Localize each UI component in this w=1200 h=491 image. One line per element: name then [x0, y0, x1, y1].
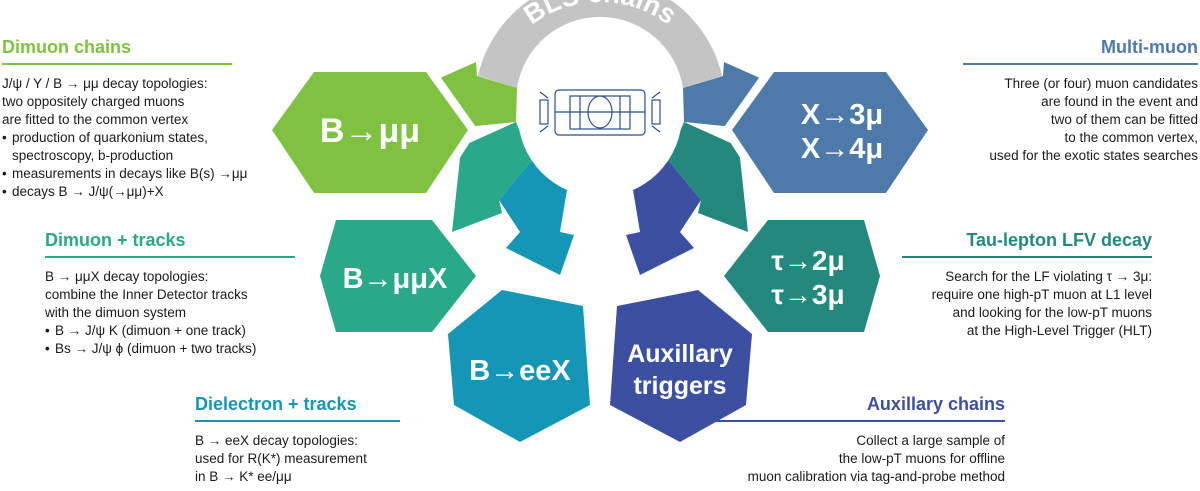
- block-multimuon-title: Multi-muon: [1101, 37, 1198, 57]
- desc-line: B → eeX decay topologies:: [195, 433, 358, 448]
- bullet: measurements in decays like B(s) →μμ: [2, 165, 257, 183]
- desc-line: with the dimuon system: [45, 305, 187, 320]
- block-tau-title: Tau-lepton LFV decay: [966, 230, 1152, 250]
- desc-line: to the common vertex,: [1064, 130, 1198, 145]
- desc-line: the low-pT muons for offline: [838, 451, 1005, 466]
- block-multimuon-rule: [963, 63, 1198, 65]
- arrow-tau: [668, 122, 748, 232]
- block-dimuon: Dimuon chains J/ψ / Υ / B → μμ decay top…: [2, 37, 257, 201]
- atlas-detector-icon: [539, 89, 661, 136]
- block-aux-desc: Collect a large sample of the low-pT muo…: [705, 432, 1005, 486]
- bullet: production of quarkonium states,: [2, 129, 257, 147]
- hex-tau: τ→2μ τ→3μ: [714, 214, 888, 338]
- hex-dielectron: B→eeX: [440, 282, 598, 450]
- bullet-continuation: spectroscopy, b-production: [12, 148, 174, 163]
- bullet: Bs → J/ψ ϕ (dimuon + two tracks): [45, 340, 305, 358]
- hex-dimuon-tracks: B→μμX: [312, 214, 486, 338]
- desc-line: combine the Inner Detector tracks: [45, 287, 248, 302]
- bullet: decays B → J/ψ(→μμ)+X: [2, 183, 257, 201]
- block-dimuon-bullets: production of quarkonium states, spectro…: [2, 129, 257, 201]
- block-dielectron: Dielectron + tracks B → eeX decay topolo…: [195, 394, 415, 486]
- block-dimuon-tracks-desc: B → μμX decay topologies: combine the In…: [45, 268, 305, 322]
- desc-line: in B → K* ee/μμ: [195, 469, 292, 484]
- block-tau: Tau-lepton LFV decay Search for the LF v…: [882, 230, 1152, 340]
- gray-ring-arc: [478, 0, 722, 88]
- arrow-dielectron: [499, 160, 574, 275]
- desc-line: Three (or four) muon candidates: [1004, 76, 1198, 91]
- block-dielectron-desc: B → eeX decay topologies: used for R(K*)…: [195, 432, 415, 486]
- desc-line: at the High-Level Trigger (HLT): [966, 323, 1152, 338]
- desc-line: two of them can be fitted: [1050, 112, 1198, 127]
- desc-line: Search for the LF violating τ → 3μ:: [945, 269, 1152, 284]
- block-multimuon-desc: Three (or four) muon candidates are foun…: [958, 75, 1198, 165]
- hex-aux-label-2: triggers: [633, 372, 726, 400]
- block-aux: Auxillary chains Collect a large sample …: [705, 394, 1005, 486]
- block-dimuon-rule: [2, 63, 232, 65]
- desc-line: Collect a large sample of: [856, 433, 1005, 448]
- block-aux-title: Auxillary chains: [866, 394, 1005, 414]
- desc-line: used for R(K*) measurement: [195, 451, 367, 466]
- block-dimuon-tracks-bullets: B → J/ψ K (dimuon + one track) Bs → J/ψ …: [45, 322, 305, 358]
- block-tau-desc: Search for the LF violating τ → 3μ: requ…: [882, 268, 1152, 340]
- desc-line: J/ψ / Υ / B → μμ decay topologies:: [2, 76, 208, 91]
- block-dielectron-rule: [195, 420, 400, 422]
- arrow-aux: [626, 160, 701, 275]
- desc-line: two oppositely charged muons: [2, 94, 185, 109]
- bullet: B → J/ψ K (dimuon + one track): [45, 322, 305, 340]
- desc-line: are found in the event and: [1041, 94, 1198, 109]
- desc-line: B → μμX decay topologies:: [45, 269, 209, 284]
- block-dielectron-title: Dielectron + tracks: [195, 394, 357, 414]
- desc-line: are fitted to the common vertex: [2, 112, 189, 127]
- block-aux-rule: [715, 420, 1005, 422]
- block-dimuon-title: Dimuon chains: [2, 37, 132, 57]
- desc-line: require one high-pT muon at L1 level: [931, 287, 1152, 302]
- block-dimuon-tracks-rule: [45, 256, 295, 258]
- hex-aux-label-1: Auxillary: [627, 340, 733, 368]
- block-multimuon: Multi-muon Three (or four) muon candidat…: [958, 37, 1198, 165]
- hex-dimuon: B→μμ: [262, 65, 478, 200]
- desc-line: used for the exotic states searches: [989, 148, 1198, 163]
- block-dimuon-tracks-title: Dimuon + tracks: [45, 230, 186, 250]
- hex-tau-label-1: τ→2μ: [771, 245, 844, 276]
- arrow-dimuon-tracks: [452, 122, 532, 232]
- hex-dielectron-label: B→eeX: [469, 355, 571, 387]
- desc-line: and looking for the low-pT muons: [952, 305, 1152, 320]
- hex-dimuon-label: B→μμ: [320, 112, 420, 150]
- block-dimuon-desc: J/ψ / Υ / B → μμ decay topologies: two o…: [2, 75, 257, 129]
- center-disc: [518, 33, 682, 197]
- block-tau-rule: [902, 256, 1152, 258]
- hex-multimuon: X→3μ X→4μ: [722, 65, 938, 200]
- hex-multimuon-label-1: X→3μ: [801, 99, 883, 131]
- hex-multimuon-label-2: X→4μ: [801, 133, 883, 165]
- hex-aux: Auxillary triggers: [602, 282, 760, 450]
- hex-dimuon-tracks-label: B→μμX: [343, 263, 448, 295]
- desc-line: muon calibration via tag-and-probe metho…: [747, 469, 1005, 484]
- hex-tau-label-2: τ→3μ: [771, 279, 844, 310]
- block-dimuon-tracks: Dimuon + tracks B → μμX decay topologies…: [45, 230, 305, 358]
